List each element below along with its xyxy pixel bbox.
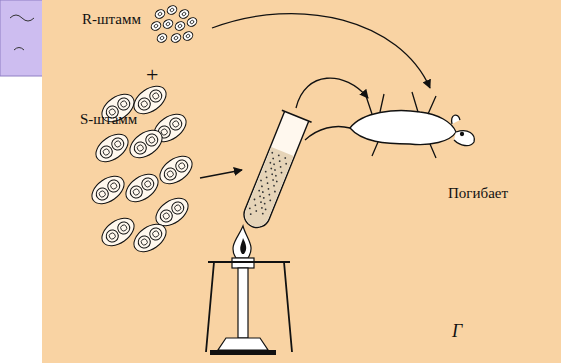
side-panel: [0, 0, 44, 76]
s-cell: [121, 169, 163, 208]
panel-ornament: [10, 15, 34, 50]
s-cell: [97, 213, 139, 252]
dead-mouse: [305, 92, 474, 158]
tripod-stand: [206, 262, 292, 352]
strain-label: R-штамм: [82, 12, 141, 27]
strain-label: S-штамм: [80, 112, 137, 127]
s-strain-cells: [87, 81, 197, 258]
background: [42, 0, 561, 363]
panel-letter: Г: [452, 322, 462, 340]
arrow: [296, 78, 368, 108]
burner: [210, 226, 276, 355]
arrow: [200, 170, 242, 178]
s-cell: [129, 219, 171, 258]
s-cell: [125, 125, 167, 164]
r-cell: [162, 18, 175, 30]
test-tube: [237, 110, 311, 232]
s-cell: [155, 151, 197, 190]
r-cell: [182, 30, 195, 42]
r-cell: [178, 8, 191, 20]
r-cell: [150, 20, 163, 32]
s-cell: [91, 129, 133, 168]
r-cell: [166, 4, 179, 16]
r-cell: [156, 32, 169, 44]
plus-sign: +: [146, 64, 158, 86]
r-cell: [154, 8, 167, 20]
r-strain-cells: [150, 4, 199, 44]
arrow: [212, 14, 430, 88]
r-cell: [174, 20, 187, 32]
outcome-label: Погибает: [448, 186, 508, 201]
r-cell: [186, 16, 199, 28]
r-cell: [170, 32, 183, 44]
s-cell: [87, 171, 129, 210]
